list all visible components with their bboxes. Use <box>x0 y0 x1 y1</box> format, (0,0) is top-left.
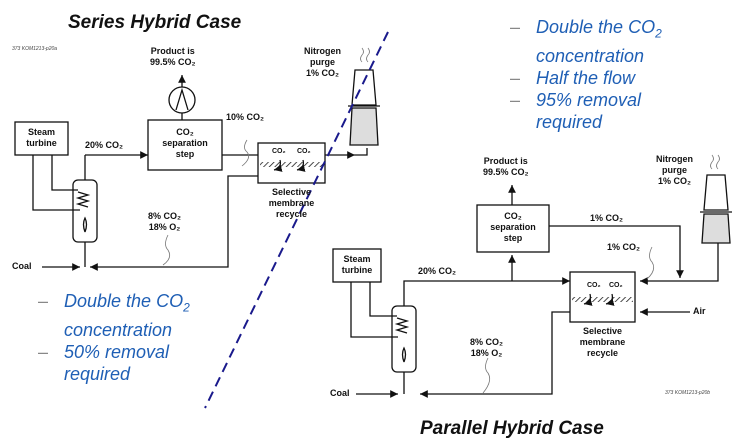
series-stack-icon <box>351 69 377 106</box>
parallel-product-label: Product is 99.5% CO₂ <box>483 156 529 177</box>
parallel-air-label: Air <box>693 306 706 316</box>
parallel-coal-label: Coal <box>330 388 350 398</box>
series-nitrogen-label: Nitrogen purge 1% CO₂ <box>304 46 341 78</box>
parallel-membrane-co2-b: CO₂ <box>609 282 623 289</box>
parallel-stack-icon <box>703 174 729 211</box>
series-separation-box <box>147 119 223 171</box>
series-boiler <box>72 179 98 243</box>
parallel-1pct-label-a: 1% CO₂ <box>590 213 624 223</box>
series-membrane-label: Selective membrane recycle <box>268 187 315 219</box>
series-recycle-label: 8% CO₂ 18% O₂ <box>148 211 182 232</box>
series-product-label: Product is 99.5% CO₂ <box>150 46 196 67</box>
parallel-separation-label: CO₂ separation step <box>490 211 536 243</box>
parallel-ref-code: 373 KOM1213-p20b <box>665 390 711 396</box>
parallel-separation-box <box>476 204 550 253</box>
parallel-nitrogen-label: Nitrogen purge 1% CO₂ <box>656 154 693 186</box>
parallel-title: Parallel Hybrid Case <box>420 418 604 439</box>
series-coal-label: Coal <box>12 261 32 271</box>
series-title: Series Hybrid Case <box>68 12 242 33</box>
parallel-bullet: –Half the flow <box>510 67 636 88</box>
divider-line <box>204 31 389 409</box>
series-membrane-co2-b: CO₂ <box>297 148 311 155</box>
parallel-membrane-label: Selective membrane recycle <box>579 326 626 358</box>
series-10pct-label: 10% CO₂ <box>226 112 265 122</box>
series-membrane-co2-a: CO₂ <box>272 148 286 155</box>
series-steam-turbine-label: Steam turbine <box>26 127 57 148</box>
series-separation-label: CO₂ separation step <box>162 127 208 159</box>
series-20pct-label: 20% CO₂ <box>85 140 124 150</box>
parallel-20pct-label: 20% CO₂ <box>418 266 457 276</box>
series-ref-code: 373 KOM1213-p20a <box>12 46 58 52</box>
parallel-steam-turbine-box <box>332 248 382 283</box>
parallel-membrane-co2-a: CO₂ <box>587 282 601 289</box>
parallel-recycle-label: 8% CO₂ 18% O₂ <box>470 337 504 358</box>
series-steam-turbine-box <box>14 121 69 156</box>
parallel-steam-turbine-label: Steam turbine <box>341 254 373 275</box>
parallel-1pct-label-b: 1% CO₂ <box>607 242 641 252</box>
